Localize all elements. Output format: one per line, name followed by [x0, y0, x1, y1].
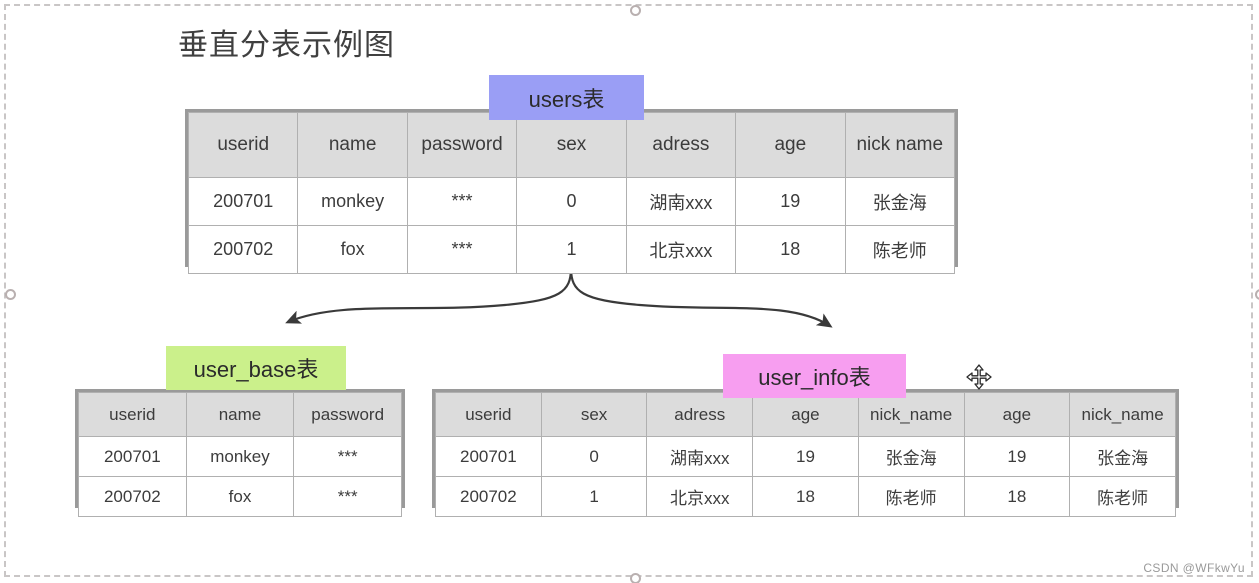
users-table: userid name password sex adress age nick… [187, 112, 956, 274]
table-row: 200702 1 北京xxx 18 陈老师 18 陈老师 [435, 476, 1176, 517]
resize-handle-left[interactable] [5, 289, 16, 300]
table-cell: *** [293, 436, 402, 477]
column-header: nick_name [857, 392, 965, 437]
column-header: adress [625, 112, 737, 178]
users-table-container: userid name password sex adress age nick… [185, 109, 958, 274]
table-cell: 0 [516, 177, 627, 226]
table-cell: 张金海 [1069, 436, 1176, 477]
user-base-table-label[interactable]: user_base表 [166, 346, 346, 390]
column-header: sex [540, 392, 648, 437]
table-cell: 200701 [187, 177, 299, 226]
table-cell: *** [406, 225, 518, 274]
column-header: adress [646, 392, 754, 437]
column-header: userid [187, 112, 299, 178]
table-cell: 湖南xxx [625, 177, 737, 226]
table-cell: 18 [735, 225, 846, 274]
column-header: sex [516, 112, 627, 178]
resize-handle-top[interactable] [630, 5, 641, 16]
column-header: age [963, 392, 1071, 437]
table-cell: 陈老师 [844, 225, 956, 274]
users-table-label[interactable]: users表 [489, 75, 644, 120]
table-cell: 19 [963, 436, 1071, 477]
table-cell: 北京xxx [646, 476, 754, 517]
table-cell: fox [185, 476, 295, 517]
table-cell: 18 [963, 476, 1071, 517]
table-header-row: userid name password sex adress age nick… [187, 112, 956, 178]
column-header: age [735, 112, 846, 178]
column-header: name [297, 112, 408, 178]
table-header-row: userid name password [78, 392, 402, 437]
move-cursor-icon [966, 364, 992, 390]
column-header: password [293, 392, 402, 437]
table-cell: monkey [297, 177, 408, 226]
resize-handle-right[interactable] [1255, 289, 1259, 300]
table-cell: 北京xxx [625, 225, 737, 274]
column-header: nick_name [1069, 392, 1176, 437]
user-base-table-container: userid name password 200701 monkey *** 2… [75, 389, 405, 517]
table-cell: 张金海 [844, 177, 956, 226]
table-cell: *** [406, 177, 518, 226]
table-cell: 200701 [78, 436, 187, 477]
page-title: 垂直分表示例图 [178, 29, 395, 62]
arrow-to-user-info [569, 267, 833, 328]
table-cell: 1 [516, 225, 627, 274]
arrow-to-user-base [285, 267, 573, 324]
table-row: 200701 0 湖南xxx 19 张金海 19 张金海 [435, 436, 1176, 477]
column-header: userid [78, 392, 187, 437]
table-cell: 19 [735, 177, 846, 226]
table-row: 200702 fox *** 1 北京xxx 18 陈老师 [187, 225, 956, 274]
table-cell: 19 [752, 436, 859, 477]
table-cell: 200701 [435, 436, 542, 477]
table-row: 200702 fox *** [78, 476, 402, 517]
table-cell: 1 [540, 476, 648, 517]
watermark: CSDN @WFkwYu [1143, 561, 1245, 575]
user-base-table: userid name password 200701 monkey *** 2… [78, 392, 402, 517]
column-header: name [185, 392, 295, 437]
table-cell: 湖南xxx [646, 436, 754, 477]
column-header: age [752, 392, 859, 437]
column-header: nick name [844, 112, 956, 178]
table-cell: 200702 [187, 225, 299, 274]
table-cell: 陈老师 [857, 476, 965, 517]
user-info-table-container: userid sex adress age nick_name age nick… [432, 389, 1179, 517]
table-cell: monkey [185, 436, 295, 477]
column-header: userid [435, 392, 542, 437]
table-cell: 0 [540, 436, 648, 477]
table-row: 200701 monkey *** 0 湖南xxx 19 张金海 [187, 177, 956, 226]
table-cell: 18 [752, 476, 859, 517]
table-cell: 张金海 [857, 436, 965, 477]
table-cell: 陈老师 [1069, 476, 1176, 517]
table-cell: fox [297, 225, 408, 274]
resize-handle-bottom[interactable] [630, 573, 641, 583]
user-info-table: userid sex adress age nick_name age nick… [435, 392, 1176, 517]
table-row: 200701 monkey *** [78, 436, 402, 477]
user-info-table-label[interactable]: user_info表 [723, 354, 906, 398]
table-header-row: userid sex adress age nick_name age nick… [435, 392, 1176, 437]
table-cell: 200702 [78, 476, 187, 517]
table-cell: *** [293, 476, 402, 517]
column-header: password [406, 112, 518, 178]
table-cell: 200702 [435, 476, 542, 517]
